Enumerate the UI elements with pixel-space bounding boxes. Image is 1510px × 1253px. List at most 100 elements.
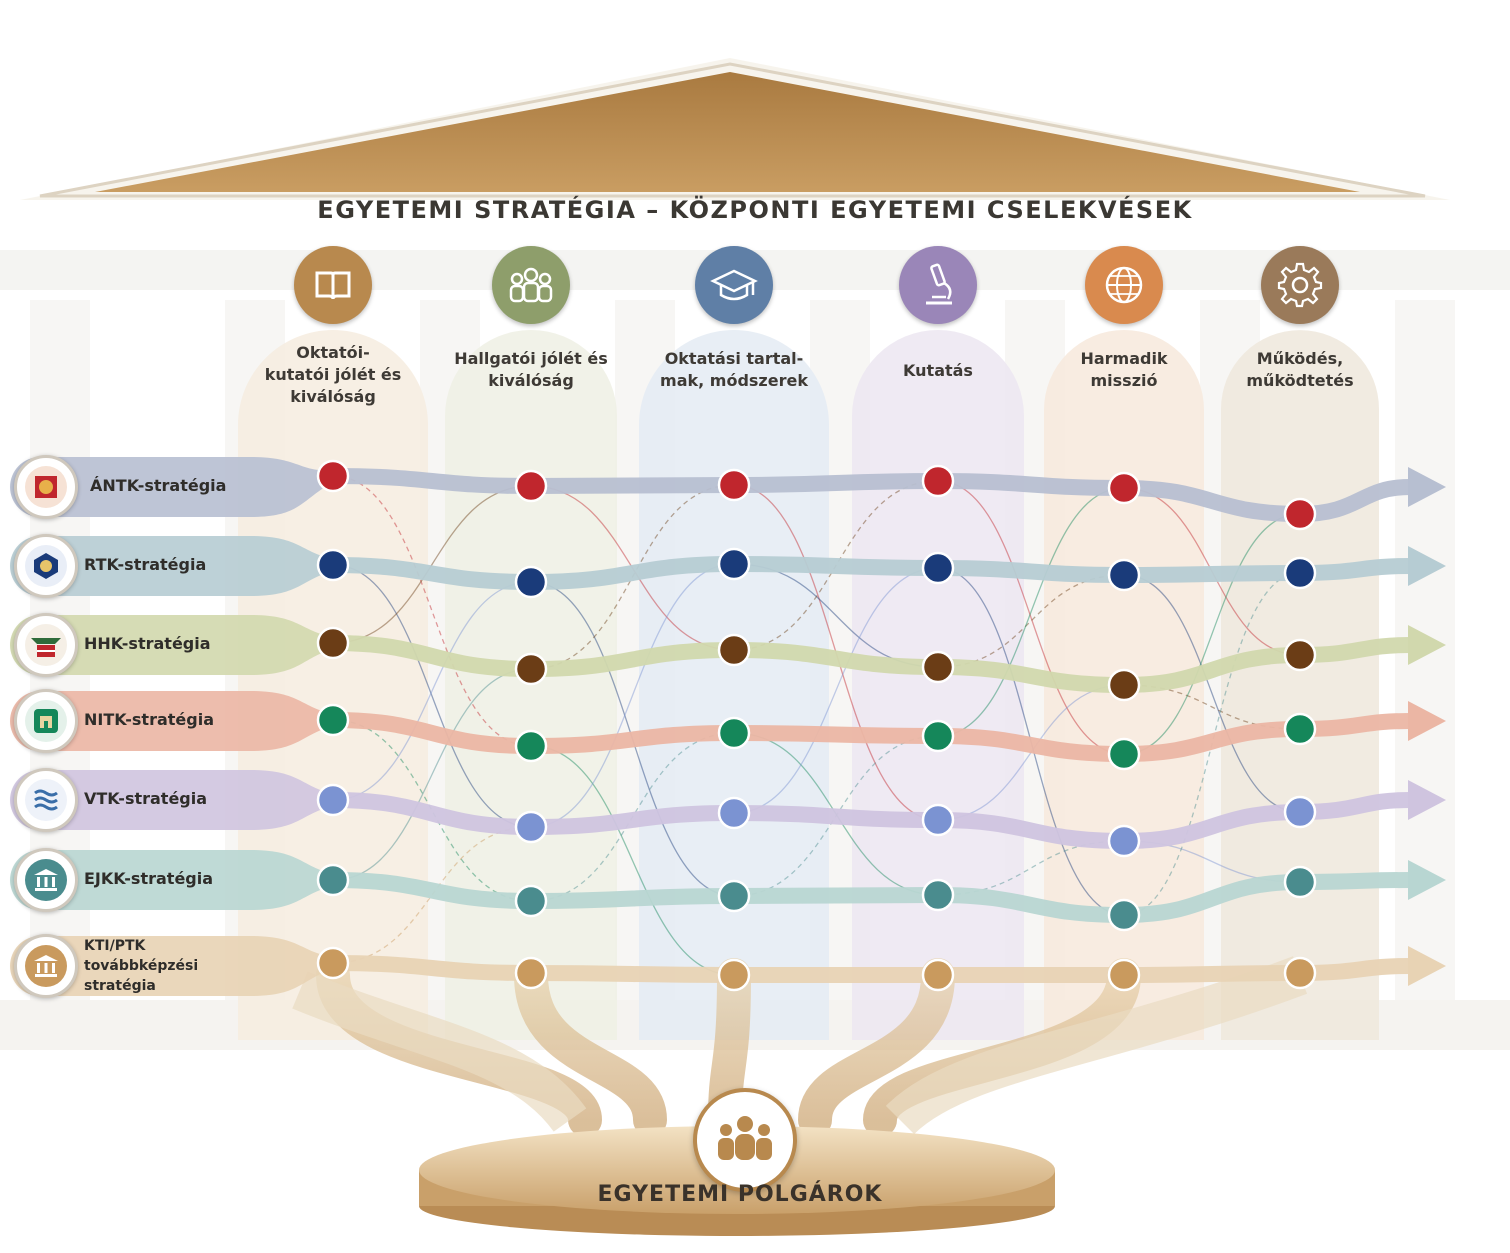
root-connector (798, 958, 955, 1137)
strategy-node (1283, 497, 1317, 531)
strategy-tab (10, 936, 333, 996)
arrow-head (1408, 701, 1446, 741)
strategy-node (1107, 958, 1141, 992)
strategy-label-line: KTI/PTK (84, 938, 146, 954)
strategy-node (717, 879, 751, 913)
microscope-icon (899, 246, 977, 324)
strategy-node (921, 878, 955, 912)
root-connector (885, 956, 1308, 1135)
ejkk-emblem-icon (14, 848, 78, 912)
gear-icon (1261, 246, 1339, 324)
diagram-title: EGYETEMI STRATÉGIA – KÖZPONTI EGYETEMI C… (317, 196, 1193, 224)
strategy-label: VTK-stratégia (84, 789, 208, 808)
strategy-node (514, 810, 548, 844)
strategy-label-line: stratégia (84, 978, 156, 994)
column-pillar (639, 330, 829, 1040)
arrow-head (1408, 860, 1446, 900)
strategy-node (316, 459, 350, 493)
column-label-line: kiválóság (290, 387, 376, 406)
cross-link (1123, 513, 1301, 755)
cross-link (1123, 574, 1301, 813)
strategy-tab (10, 536, 333, 596)
strategy-node (717, 716, 751, 750)
vtk-emblem-icon (14, 768, 78, 832)
strategy-node (316, 626, 350, 660)
strategy-node (1283, 638, 1317, 672)
strategy-node (514, 729, 548, 763)
column-pillar (1221, 330, 1379, 1040)
strategy-tab (10, 850, 333, 910)
arrow-head (1408, 946, 1446, 986)
strategy-label: ÁNTK-stratégia (90, 476, 227, 495)
strategy-node (717, 958, 751, 992)
strategy-node (921, 958, 955, 992)
strategy-node (514, 469, 548, 503)
column-label-line: misszió (1090, 371, 1158, 390)
nitk-emblem-icon (14, 689, 78, 753)
strategy-node (1107, 471, 1141, 505)
column-pillar (238, 330, 428, 1040)
column-label: Működés, működtetés (1205, 348, 1395, 392)
students-icon (492, 246, 570, 324)
strategy-label: HHK-stratégia (84, 634, 211, 653)
strategy-node (717, 468, 751, 502)
column-label-line: Oktatói- (296, 343, 370, 362)
strategy-node (921, 803, 955, 837)
column-label-line: kiválóság (488, 371, 574, 390)
cross-link (332, 485, 532, 644)
strategy-tab (10, 615, 333, 675)
column-label-line: Működés, (1256, 349, 1344, 368)
strategy-node (921, 551, 955, 585)
column-label-line: működtetés (1246, 371, 1354, 390)
hhk-emblem-icon (14, 613, 78, 677)
cross-link (937, 480, 1125, 755)
strategy-node (316, 783, 350, 817)
strategy-node (514, 884, 548, 918)
strategy-node (1283, 795, 1317, 829)
strategy-node (1283, 865, 1317, 899)
column-label-line: Kutatás (903, 361, 973, 380)
arrow-head (1408, 780, 1446, 820)
strategy-node (1283, 712, 1317, 746)
strategy-node (1107, 668, 1141, 702)
strategy-node (514, 956, 548, 990)
rtk-emblem-icon (14, 534, 78, 598)
strategy-node (717, 547, 751, 581)
strategy-label: RTK-stratégia (84, 555, 207, 574)
strategy-tab (10, 691, 333, 751)
strategy-node (1283, 556, 1317, 590)
strategy-label: EJKK-stratégia (84, 869, 214, 888)
column-label-line: Oktatási tartal- (664, 349, 804, 368)
strategy-label-line: továbbképzési (84, 958, 199, 974)
strategy-node (1107, 824, 1141, 858)
arrow-head (1408, 546, 1446, 586)
strategy-node (921, 650, 955, 684)
cross-link (937, 487, 1125, 737)
strategy-node (921, 464, 955, 498)
root-connector (514, 958, 667, 1137)
cross-link (332, 564, 532, 828)
column-label-line: mak, módszerek (660, 371, 808, 390)
strategy-node (1107, 898, 1141, 932)
base-label: EGYETEMI POLGÁROK (597, 1182, 883, 1207)
strategy-node (316, 703, 350, 737)
column-label: Oktatási tartal-mak, módszerek (639, 348, 829, 392)
strategy-node (514, 565, 548, 599)
strategy-node (316, 946, 350, 980)
root-connector (292, 971, 587, 1133)
column-pillar (852, 330, 1024, 1040)
column-label: Kutatás (843, 360, 1033, 382)
strategy-tab (10, 457, 334, 517)
cross-link (332, 581, 532, 801)
antk-emblem-icon (14, 455, 78, 519)
arrow-head (1408, 467, 1446, 507)
cross-link (332, 668, 532, 881)
cross-link (733, 567, 939, 814)
strategy-node (1107, 737, 1141, 771)
strategy-node (1107, 558, 1141, 592)
